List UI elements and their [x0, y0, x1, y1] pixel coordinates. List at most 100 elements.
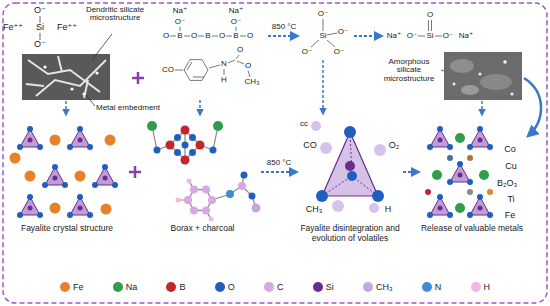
- silicate-tetrahedron-part: [372, 190, 384, 202]
- atom-symbol: O⁻: [407, 32, 417, 40]
- silicate-tetrahedron-part: [316, 190, 328, 202]
- plus-sign: [129, 72, 144, 178]
- sem-image-amorphous-part: [444, 52, 522, 100]
- legend-swatch: [215, 282, 225, 292]
- borax-charcoal-model-part: [152, 126, 218, 160]
- borax-charcoal-model-part: [147, 121, 157, 131]
- legend-item: CH₃: [363, 282, 393, 292]
- silicate-tetrahedron-part: [320, 142, 332, 154]
- process-arrow: [403, 171, 419, 173]
- charcoal-molecule-bonds-part: [228, 55, 244, 64]
- released-metals-lattice-part: [432, 170, 442, 180]
- transition-arrows-part: [65, 101, 67, 115]
- atom-symbol: Na⁺: [387, 32, 401, 40]
- borax-charcoal-model-part: [210, 147, 217, 154]
- borax-charcoal-model-part: [196, 141, 205, 150]
- sem-image-amorphous-part: [479, 73, 482, 76]
- atom-symbol: O: [219, 32, 225, 40]
- borax-charcoal-model-part: [241, 172, 248, 179]
- atom-symbol: O⁻: [175, 18, 185, 26]
- legend-item: Na: [113, 282, 138, 292]
- process-arrow-part: [268, 35, 298, 37]
- silicate-tetrahedron-part: [322, 132, 378, 196]
- silicate-tetrahedron-part: [369, 203, 379, 213]
- atom-symbol: O: [237, 46, 243, 54]
- borax-charcoal-model-part: [190, 186, 198, 194]
- species-label: CO: [303, 141, 317, 150]
- silicate-tetrahedron-part: [345, 161, 355, 171]
- atom-symbol: Si: [426, 32, 433, 40]
- borax-charcoal-model-part: [181, 156, 190, 165]
- charcoal-molecule-bonds-part: [248, 71, 250, 78]
- borax-charcoal-model-part: [178, 175, 256, 219]
- charcoal-molecule-bonds-part: [175, 70, 183, 71]
- sem-image-amorphous-part: [511, 93, 514, 96]
- legend-swatch: [422, 282, 432, 292]
- borax-charcoal-model-part: [154, 147, 161, 154]
- legend-text: C: [277, 282, 284, 292]
- species-label: B₂O₃: [497, 179, 517, 188]
- legend-item: B: [166, 282, 185, 292]
- fayalite-lattice-part: [10, 153, 21, 164]
- atom-symbol: B: [233, 32, 238, 40]
- atom-symbol: CH₃: [245, 78, 260, 86]
- borax-charcoal-model-part: [249, 193, 256, 200]
- legend-text: N: [435, 282, 442, 292]
- legend-text: H: [484, 282, 491, 292]
- sem-image-dendritic-part: [26, 56, 106, 98]
- borax-charcoal-model-part: [182, 142, 189, 149]
- borax-charcoal-model-part: [226, 190, 234, 198]
- atom-symbol: O⁻: [338, 28, 348, 36]
- released-metals-lattice-part: [479, 170, 489, 180]
- legend-text: Fe: [73, 282, 84, 292]
- atom-symbol: O⁻: [443, 32, 453, 40]
- released-metals-lattice-part: [467, 155, 473, 161]
- borax-charcoal-model-part: [189, 149, 196, 156]
- panel-caption: Borax + charcoal: [145, 116, 260, 234]
- fayalite-lattice-part: [50, 203, 61, 214]
- sem-image-amorphous: [444, 52, 522, 100]
- released-metals-lattice-part: [487, 189, 493, 195]
- borax-charcoal-model-part: [184, 196, 192, 204]
- species-label: Ti: [507, 195, 514, 204]
- species-label: CH₃: [306, 205, 323, 214]
- fayalite-lattice: [10, 126, 119, 218]
- annotation: Amorphous silicate microstructure: [378, 58, 440, 83]
- transition-arrows-part: [481, 101, 483, 115]
- borax-charcoal-model-part: [174, 134, 181, 141]
- sem-image-amorphous-part: [480, 74, 512, 90]
- released-metals-lattice-part: [447, 155, 453, 161]
- atom-symbol: N: [221, 60, 227, 68]
- borax-charcoal-model-part: [202, 186, 210, 194]
- legend-swatch: [264, 282, 274, 292]
- borax-charcoal-model-part: [209, 217, 214, 222]
- released-metals-lattice-part: [455, 203, 465, 213]
- leader-lines-part: [86, 95, 95, 106]
- released-metals-lattice-part: [425, 189, 431, 195]
- sem-image-dendritic-part: [82, 92, 85, 95]
- atom-symbol: O⁻: [34, 6, 46, 15]
- atom-symbol: Na⁺: [459, 32, 473, 40]
- atom-symbol: Fe⁺⁺: [57, 23, 77, 32]
- species-label: Fe: [505, 211, 516, 220]
- legend-swatch: [313, 282, 323, 292]
- species-label: cc: [300, 120, 308, 128]
- fayalite-lattice-part: [101, 204, 112, 215]
- borax-charcoal-model-part: [181, 126, 190, 135]
- atom-symbol: O: [245, 62, 251, 70]
- silicate-tetrahedron-part: [347, 171, 357, 181]
- fayalite-lattice-part: [92, 164, 118, 188]
- atom-symbol: O⁻: [318, 10, 328, 18]
- borax-charcoal-model-part: [190, 206, 198, 214]
- borax-charcoal-model-part: [174, 149, 181, 156]
- borax-charcoal-model-part: [202, 206, 210, 214]
- silicate-tetrahedron-part: [344, 126, 356, 138]
- legend-text: Na: [126, 282, 138, 292]
- charcoal-molecule-bonds-part: [184, 60, 208, 81]
- fayalite-lattice-part: [42, 164, 68, 188]
- fayalite-lattice-part: [105, 135, 116, 146]
- sem-image-dendritic: [22, 54, 110, 100]
- released-metals-lattice-part: [427, 126, 453, 150]
